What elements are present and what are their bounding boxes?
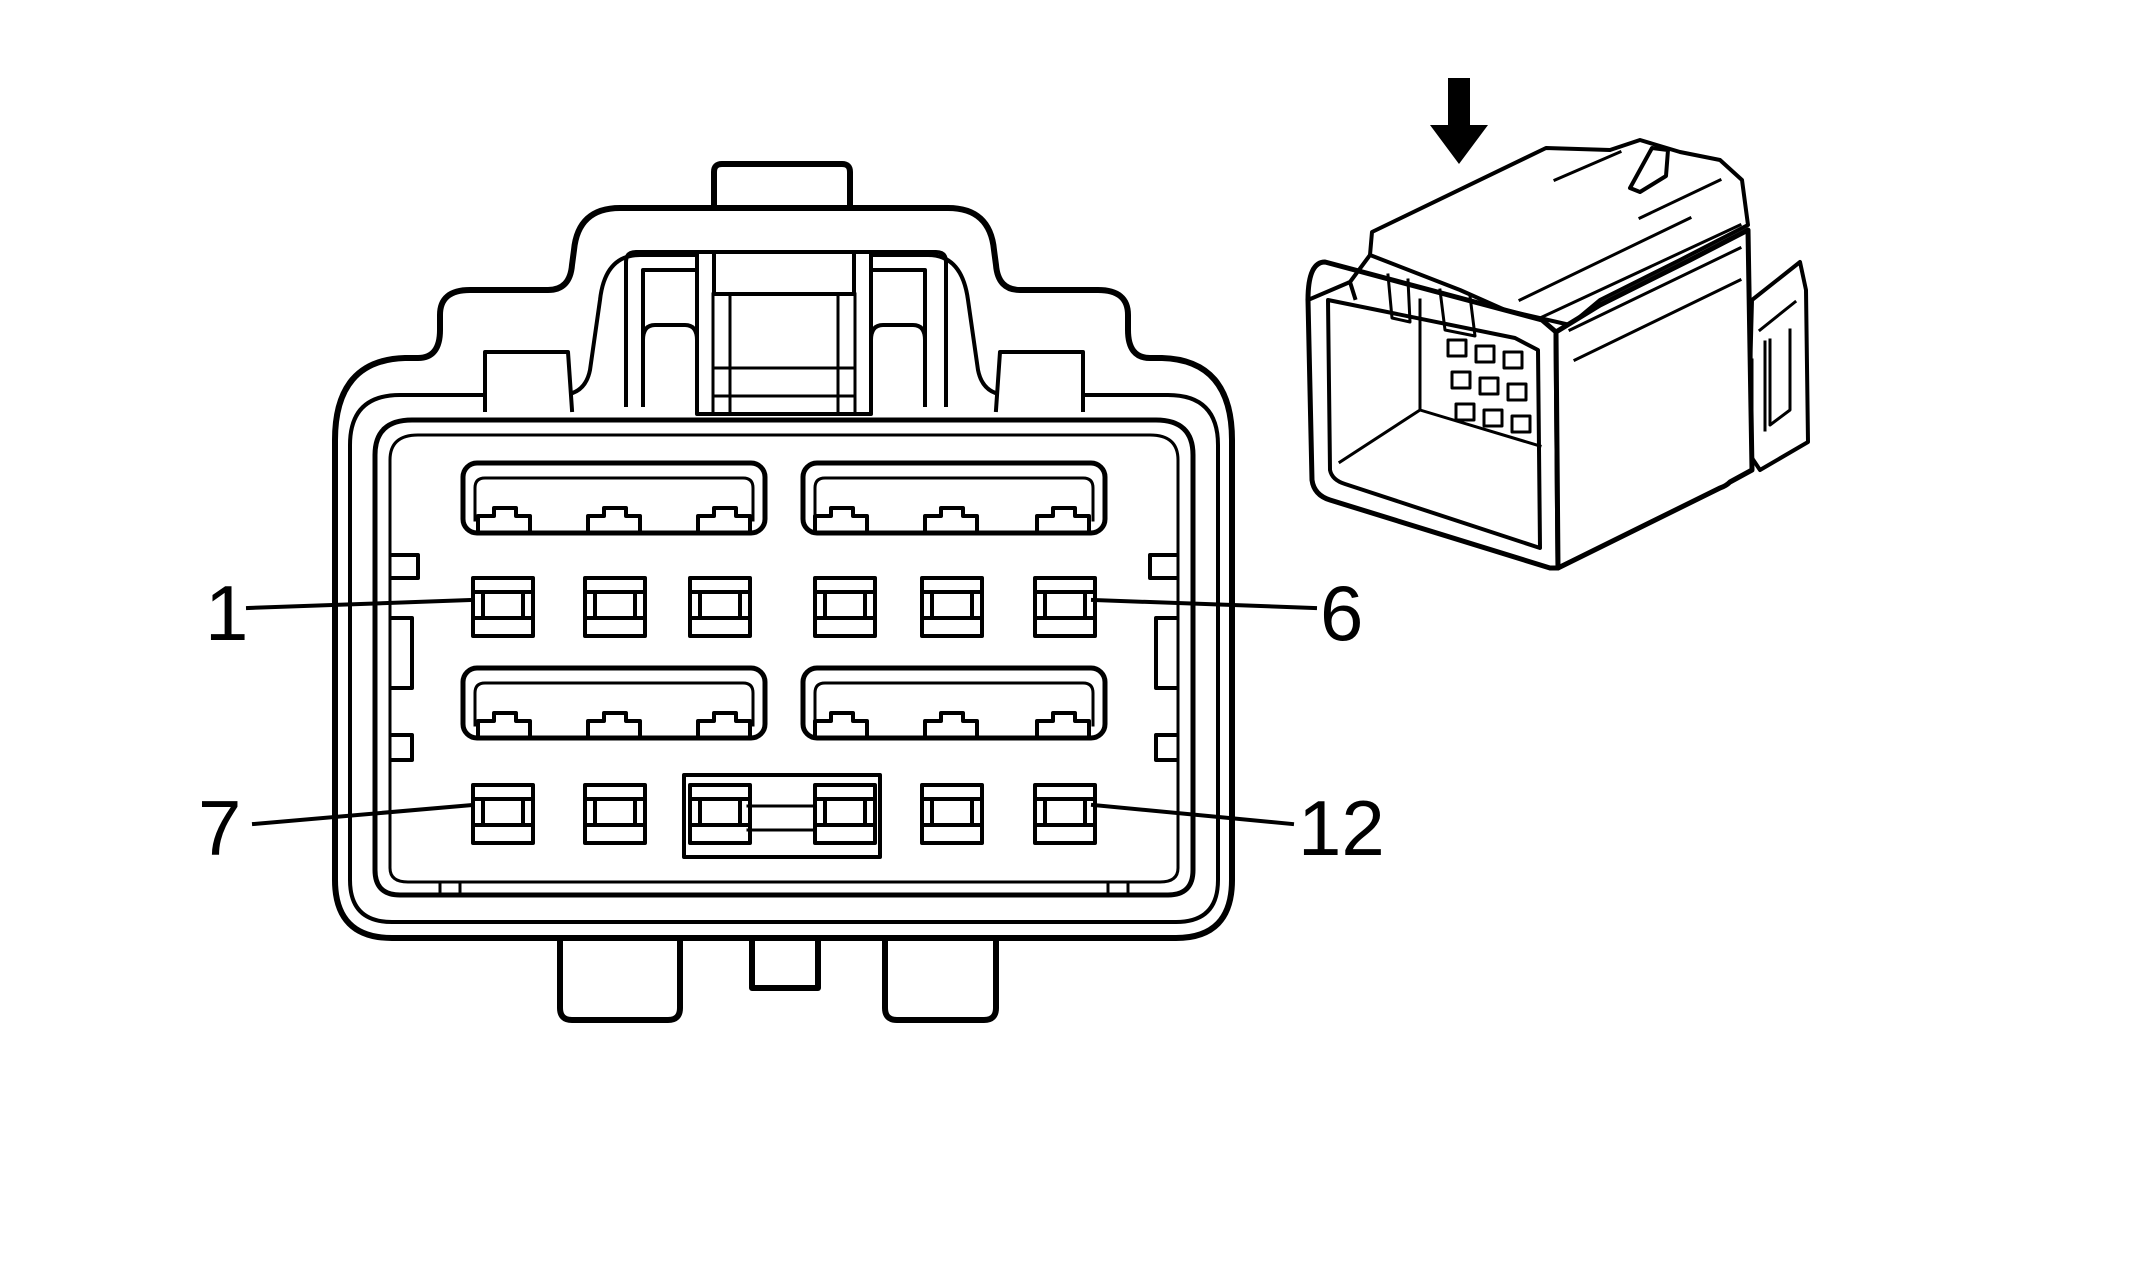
latch-post-right — [869, 323, 927, 407]
left-guide-1 — [390, 553, 420, 580]
lock-bar-bottom-left — [460, 665, 768, 741]
terminal-cavity — [1033, 783, 1097, 845]
connector-face-view: 1 6 7 12 — [198, 161, 1385, 1023]
terminal-cavity — [583, 783, 647, 845]
terminal-cavity — [920, 783, 984, 845]
lock-bar-bottom-right — [800, 665, 1108, 741]
bottom-right-tab — [882, 927, 999, 1023]
latch-post-left — [641, 323, 699, 407]
latch-body — [695, 250, 873, 416]
leader-pin-1 — [245, 597, 475, 611]
terminal-cavity — [920, 576, 984, 638]
terminal-cavity — [1033, 576, 1097, 638]
perspective-top-groove-3 — [1517, 215, 1693, 303]
perspective-rear-step — [1386, 273, 1477, 338]
shorting-bar — [682, 773, 882, 859]
terminal-cavities — [471, 576, 1097, 845]
terminal-cavity — [583, 576, 647, 638]
terminal-cavity — [813, 783, 877, 845]
right-guide-3 — [1154, 733, 1178, 762]
inner-cavity — [372, 417, 1196, 898]
latch-top — [712, 250, 856, 296]
left-guide-2 — [390, 616, 414, 690]
pin-12-label: 12 — [1298, 784, 1385, 872]
bottom-center-tab — [749, 932, 821, 991]
perspective-top-groove-2 — [1638, 178, 1722, 220]
leader-pin-12 — [1090, 802, 1295, 827]
left-guide-3 — [390, 733, 414, 762]
perspective-rear-edge — [1305, 252, 1373, 303]
terminal-cavity — [688, 783, 752, 845]
perspective-cavity-grid — [1446, 338, 1532, 434]
lock-bar-top-right — [800, 460, 1108, 536]
top-left-notch — [483, 350, 575, 413]
perspective-side-ribs — [1567, 245, 1743, 363]
perspective-front-inner — [1326, 298, 1542, 550]
terminal-cavity — [813, 576, 877, 638]
connector-3d-view — [1305, 138, 1810, 571]
pin-1-label: 1 — [205, 569, 248, 657]
arrow-down-icon — [1430, 78, 1488, 164]
leader-pin-7 — [251, 802, 475, 827]
perspective-top-groove — [1553, 150, 1622, 182]
leader-pin-6 — [1090, 597, 1318, 611]
inner-cavity-line — [388, 433, 1180, 884]
perspective-top-groove-4 — [1538, 223, 1742, 320]
terminal-cavity — [471, 576, 535, 638]
bottom-left-tab — [557, 927, 683, 1023]
pin-6-label: 6 — [1320, 569, 1363, 657]
perspective-side-latch — [1746, 260, 1810, 472]
perspective-top-latch — [1628, 146, 1670, 194]
top-latch-tab — [711, 161, 853, 213]
terminal-cavity — [688, 576, 752, 638]
lock-bar-top-left — [460, 460, 768, 536]
top-right-notch — [993, 350, 1085, 413]
pin-7-label: 7 — [198, 784, 241, 872]
terminal-cavity — [471, 783, 535, 845]
right-guide-1 — [1148, 553, 1178, 580]
right-guide-2 — [1154, 616, 1178, 690]
